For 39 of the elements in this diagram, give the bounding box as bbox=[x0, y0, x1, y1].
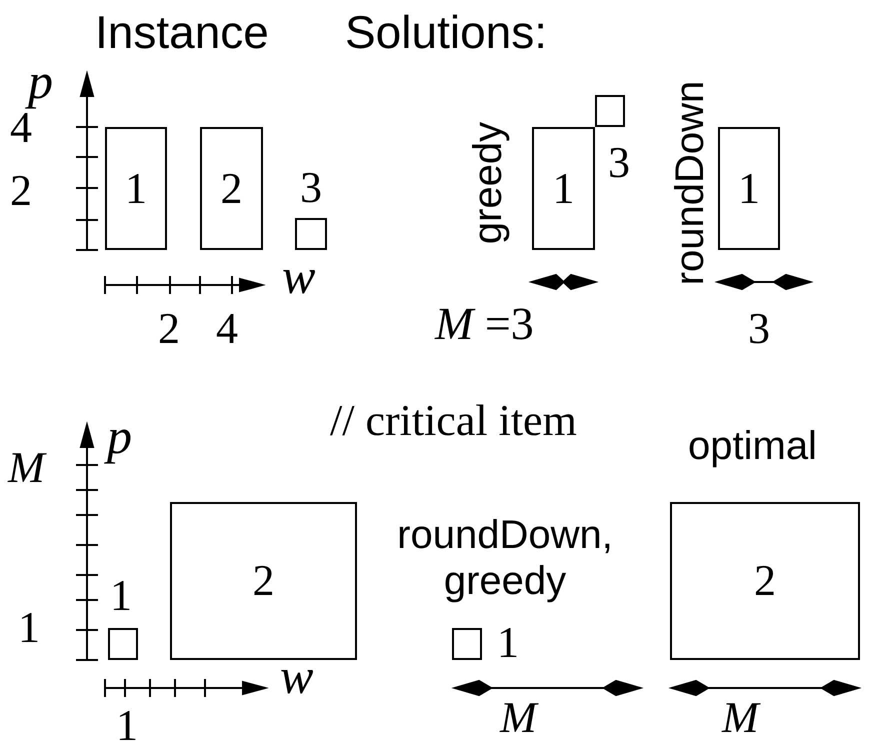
text-label: optimal bbox=[688, 425, 817, 467]
item-box bbox=[532, 127, 595, 250]
text-label: w bbox=[282, 250, 316, 302]
text-label: // critical item bbox=[330, 398, 577, 444]
text-label: 3 bbox=[748, 306, 770, 352]
item-number: 1 bbox=[125, 166, 147, 210]
text-label: 2 bbox=[158, 306, 180, 352]
item-box bbox=[670, 502, 860, 660]
text-label: greedy bbox=[467, 122, 509, 244]
text-label: M bbox=[8, 445, 45, 492]
text-label: roundDown bbox=[669, 80, 711, 286]
item-number: 2 bbox=[252, 559, 274, 603]
item-box bbox=[200, 127, 263, 250]
item-box bbox=[105, 127, 167, 250]
text-label: Solutions: bbox=[345, 8, 548, 56]
text-label: 2 bbox=[10, 168, 32, 214]
text-label: M bbox=[722, 695, 759, 742]
item-box bbox=[170, 502, 357, 660]
item-box bbox=[452, 628, 482, 660]
text-label: w bbox=[280, 650, 314, 702]
text-label: roundDown, greedy bbox=[396, 512, 614, 604]
text-label: M bbox=[500, 695, 537, 742]
item-box bbox=[595, 95, 625, 127]
item-number: 3 bbox=[608, 140, 630, 186]
item-number: 2 bbox=[754, 559, 776, 603]
text-label: 1 bbox=[116, 703, 138, 750]
text-label: 1 bbox=[18, 605, 40, 652]
item-number: 1 bbox=[552, 166, 574, 210]
item-box bbox=[295, 218, 327, 250]
item-box bbox=[108, 628, 138, 660]
item-number: 1 bbox=[497, 620, 519, 666]
item-number: 3 bbox=[300, 165, 322, 212]
item-box bbox=[718, 127, 780, 250]
text-label: M =3 bbox=[435, 300, 534, 348]
text-label: Instance bbox=[95, 8, 269, 56]
item-number: 2 bbox=[220, 166, 242, 210]
item-number: 1 bbox=[110, 573, 132, 620]
text-label: 4 bbox=[216, 306, 238, 352]
item-number: 1 bbox=[738, 166, 760, 210]
